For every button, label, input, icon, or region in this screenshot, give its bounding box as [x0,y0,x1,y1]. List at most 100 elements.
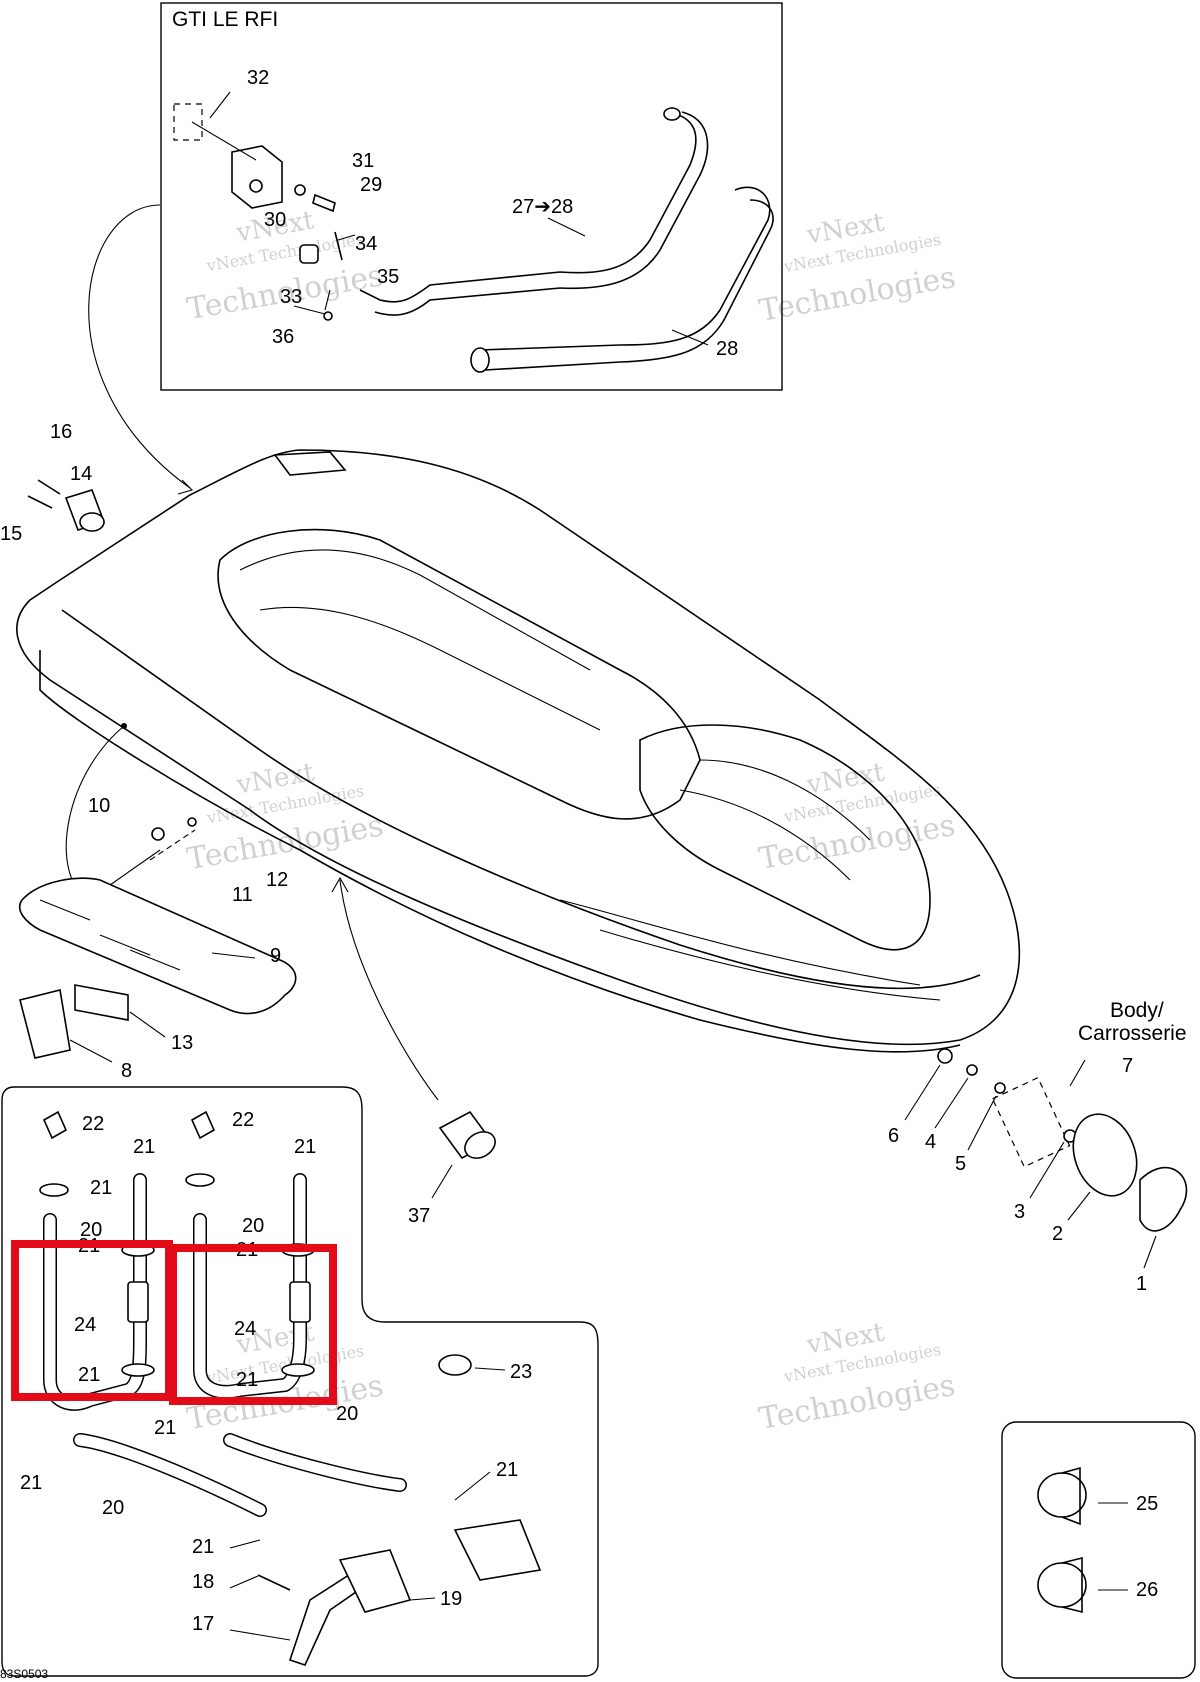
plate-32 [173,103,203,141]
callout-24-right: 24 [234,1318,256,1340]
callout-2: 2 [1052,1223,1063,1245]
handle-bar-28 [479,186,774,371]
handle-bar-end [663,107,681,121]
callout-25: 25 [1136,1493,1158,1515]
callout-23: 23 [510,1361,532,1383]
highlight-box-right [169,1244,337,1405]
callout-21-a: 21 [133,1136,155,1158]
callout-20-d: 20 [102,1497,124,1519]
cable-tie-23 [438,1354,472,1376]
callout-11: 11 [232,884,253,906]
nut-36 [323,311,333,321]
rear-grab [273,451,347,476]
callout-6: 6 [888,1125,899,1147]
callout-9: 9 [270,945,281,967]
callout-33: 33 [280,286,302,308]
callout-21-j: 21 [496,1459,518,1481]
callout-31: 31 [352,150,374,172]
callout-15: 15 [0,523,22,545]
bracket-hole [249,179,263,193]
housing-19-right [453,1519,542,1581]
bracket-30 [231,145,283,209]
screw-16 [37,479,61,495]
clamp-21 [185,1173,215,1187]
callout-20-b: 20 [242,1215,264,1237]
check-valve-24-left [127,1281,149,1323]
callout-29: 29 [360,174,382,196]
grate-8 [19,989,71,1059]
inset-gti-le-rfi: GTI LE RFI 32 31 29 30 34 35 33 36 27➔28… [160,2,783,391]
callout-22-right: 22 [232,1109,254,1131]
washer-29 [294,184,306,196]
screw-34 [334,231,343,261]
hull-body [16,449,1021,1053]
callout-32: 32 [247,67,269,89]
hull-gunwale [61,609,981,990]
callout-21-b: 21 [294,1136,316,1158]
clamp-21 [121,1363,155,1377]
check-valve-24-right [289,1281,311,1323]
callout-14: 14 [70,463,92,485]
gasket [991,1076,1071,1168]
inset-title: GTI LE RFI [172,8,278,31]
drain-plug-group: 16 14 15 [0,421,106,545]
callout-20-c: 20 [336,1403,358,1425]
callout-26: 26 [1136,1579,1158,1601]
callout-12: 12 [266,869,288,891]
callout-37: 37 [408,1205,430,1227]
callout-21-k: 21 [192,1536,214,1558]
clamp-21 [39,1183,69,1197]
callout-7: 7 [1122,1055,1133,1077]
callout-30: 30 [264,209,286,231]
panel-13 [74,984,129,1021]
hull-side-outline [39,650,961,1053]
nut-12 [187,817,197,827]
rear-fitting-group: 7 6 4 5 3 2 1 [888,1048,1188,1295]
callout-3: 3 [1014,1201,1025,1223]
body-label-line1: Body/ [1110,999,1164,1022]
callout-21-f: 21 [78,1364,100,1386]
housing-19-left [338,1549,412,1613]
watermark-middle-left: vNext vNext Technologies Technologies [184,757,386,877]
callout-35: 35 [377,266,399,288]
handle-bar-28-end [470,347,490,373]
callout-24-left: 24 [74,1314,96,1336]
callout-18: 18 [192,1571,214,1593]
nut-6 [937,1048,953,1064]
bolt-29 [312,193,336,213]
hose-box-frame [1,1086,599,1677]
fitting-22-left [42,1110,68,1140]
callout-20-a: 20 [80,1219,102,1241]
callout-28: 28 [716,338,738,360]
callout-5: 5 [955,1153,966,1175]
callout-10: 10 [88,795,110,817]
drawing-code: 83S0503 [0,1667,48,1681]
watermark-bottom-right: vNext vNext Technologies Technologies [756,1317,958,1437]
callout-21-i: 21 [20,1472,42,1494]
handle-bar-27 [359,111,709,316]
clamp-26 [1037,1562,1087,1608]
callout-19: 19 [440,1588,462,1610]
callout-17: 17 [192,1613,214,1635]
callout-34: 34 [355,233,377,255]
clamp-inset: 25 26 [1001,1421,1196,1679]
spacer-33 [299,244,319,264]
callout-22-left: 22 [82,1113,104,1135]
sponson-group: 10 11 12 9 13 8 [18,795,297,1082]
washer-5 [994,1082,1006,1094]
callout-21-c: 21 [90,1177,112,1199]
clamp-inset-frame [1001,1421,1196,1679]
fitting-22-right [190,1110,216,1140]
callout-27-28: 27➔28 [512,196,573,218]
leader-37 [339,879,439,1101]
callout-4: 4 [925,1131,936,1153]
washer-4 [966,1064,978,1076]
pin-18 [257,1574,291,1591]
callout-1: 1 [1136,1273,1147,1295]
callout-16: 16 [50,421,72,443]
leader-arc-inset [88,204,191,489]
clamp-21 [281,1363,315,1377]
screw-15 [27,495,53,509]
hull-deck-outline [16,449,1021,1046]
nose-cowl [639,724,931,951]
